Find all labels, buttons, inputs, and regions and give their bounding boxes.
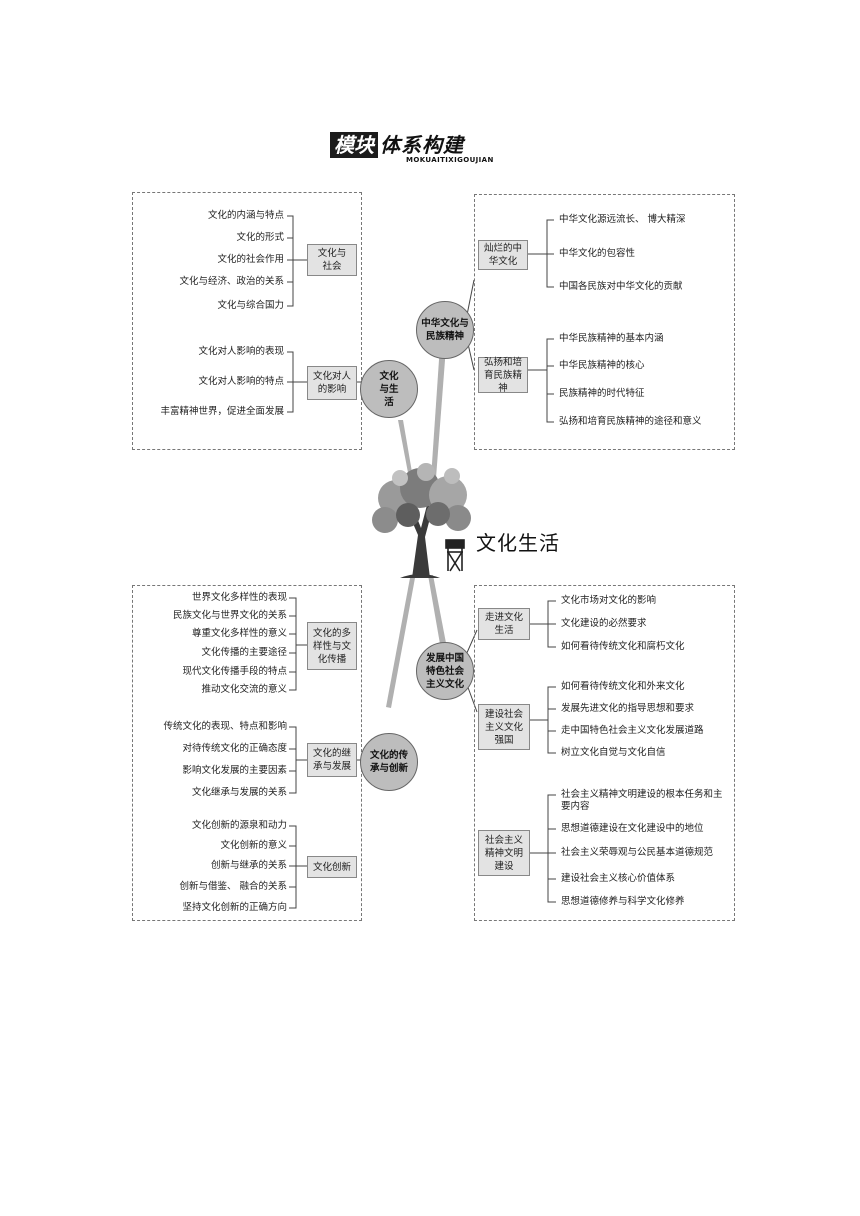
hub-inheritance-innovation: 文化的传承与创新 — [360, 733, 418, 791]
leaf-item: 创新与借鉴、 融合的关系 — [179, 881, 287, 892]
leaf-item: 社会主义荣辱观与公民基本道德规范 — [561, 847, 714, 858]
group-label-culture-society: 文化与社会 — [307, 244, 357, 276]
leaf-item: 思想道德建设在文化建设中的地位 — [561, 823, 704, 834]
leaf-item: 文化创新的意义 — [220, 840, 287, 851]
panel-top-left — [132, 192, 362, 450]
leaf-item: 社会主义精神文明建设的根本任务和主要内容 — [561, 789, 723, 812]
leaf-item: 丰富精神世界，促进全面发展 — [160, 406, 284, 417]
banner-title-b: 体系构建 — [380, 133, 464, 157]
leaf-item: 民族精神的时代特征 — [559, 388, 645, 399]
banner-subtitle: MOKUAITIXIGOUJIAN — [406, 156, 494, 164]
leaf-item: 创新与继承的关系 — [210, 860, 287, 871]
leaf-item: 推动文化交流的意义 — [201, 684, 287, 695]
spoke-inherit — [386, 578, 415, 708]
leaf-item: 文化的内涵与特点 — [207, 210, 284, 221]
group-label-cultural-innovation: 文化创新 — [307, 856, 357, 878]
leaf-item: 坚持文化创新的正确方向 — [182, 902, 287, 913]
leaf-item: 思想道德修养与科学文化修养 — [561, 896, 685, 907]
leaf-item: 建设社会主义核心价值体系 — [561, 873, 676, 884]
group-label-cultural-power: 建设社会主义文化强国 — [478, 704, 530, 750]
leaf-item: 传统文化的表现、特点和影响 — [163, 721, 287, 732]
hub-culture-and-life: 文化与生活 — [360, 360, 418, 418]
spoke-chinese — [431, 345, 446, 478]
leaf-item: 文化的社会作用 — [217, 254, 284, 265]
leaf-item: 走中国特色社会主义文化发展道路 — [561, 725, 704, 736]
director-chair-icon — [445, 539, 465, 572]
group-label-cultural-diversity: 文化的多样性与文化传播 — [307, 622, 357, 670]
leaf-item: 世界文化多样性的表现 — [191, 592, 287, 603]
group-label-culture-impact: 文化对人的影响 — [307, 366, 357, 400]
leaf-item: 中国各民族对中华文化的贡献 — [559, 281, 683, 292]
center-title: 文化生活 — [476, 531, 560, 555]
leaf-item: 树立文化自觉与文化自信 — [561, 747, 666, 758]
leaf-item: 发展先进文化的指导思想和要求 — [561, 703, 695, 714]
tree-icon — [372, 463, 471, 578]
group-label-cultural-life: 走进文化生活 — [478, 608, 530, 640]
group-label-splendid-chinese-culture: 灿烂的中华文化 — [478, 240, 528, 270]
leaf-item: 如何看待传统文化和外来文化 — [561, 681, 685, 692]
banner-title-a: 模块 — [330, 132, 378, 158]
hub-chinese-culture-spirit: 中华文化与民族精神 — [416, 301, 474, 359]
leaf-item: 文化传播的主要途径 — [201, 647, 287, 658]
leaf-item: 中华文化源远流长、 博大精深 — [559, 214, 686, 225]
leaf-item: 尊重文化多样性的意义 — [191, 628, 287, 639]
panel-top-right — [474, 194, 735, 450]
hub-socialist-culture: 发展中国特色社会主义文化 — [416, 642, 474, 700]
leaf-item: 文化的形式 — [236, 232, 284, 243]
leaf-item: 文化与经济、政治的关系 — [179, 276, 284, 287]
leaf-item: 中华民族精神的基本内涵 — [559, 333, 664, 344]
group-label-spiritual-civilization: 社会主义精神文明建设 — [478, 830, 530, 876]
spoke-develop — [428, 575, 446, 644]
group-label-inheritance-development: 文化的继承与发展 — [307, 743, 357, 777]
leaf-item: 影响文化发展的主要因素 — [182, 765, 287, 776]
leaf-item: 文化与综合国力 — [217, 300, 284, 311]
leaf-item: 文化创新的源泉和动力 — [191, 820, 287, 831]
leaf-item: 中华民族精神的核心 — [559, 360, 645, 371]
leaf-item: 对待传统文化的正确态度 — [182, 743, 287, 754]
leaf-item: 文化继承与发展的关系 — [191, 787, 287, 798]
leaf-item: 文化对人影响的特点 — [198, 376, 284, 387]
leaf-item: 如何看待传统文化和腐朽文化 — [561, 641, 685, 652]
panel-bottom-right — [474, 585, 735, 921]
leaf-item: 弘扬和培育民族精神的途径和意义 — [559, 416, 702, 427]
module-banner: 模块 体系构建 MOKUAITIXIGOUJIAN — [330, 132, 530, 166]
leaf-item: 现代文化传播手段的特点 — [182, 666, 287, 677]
leaf-item: 民族文化与世界文化的关系 — [172, 610, 287, 621]
leaf-item: 文化建设的必然要求 — [561, 618, 647, 629]
spoke-life — [398, 420, 413, 478]
group-label-national-spirit: 弘扬和培育民族精神 — [478, 357, 528, 394]
leaf-item: 文化市场对文化的影响 — [561, 595, 657, 606]
leaf-item: 文化对人影响的表现 — [198, 346, 284, 357]
leaf-item: 中华文化的包容性 — [559, 248, 636, 259]
